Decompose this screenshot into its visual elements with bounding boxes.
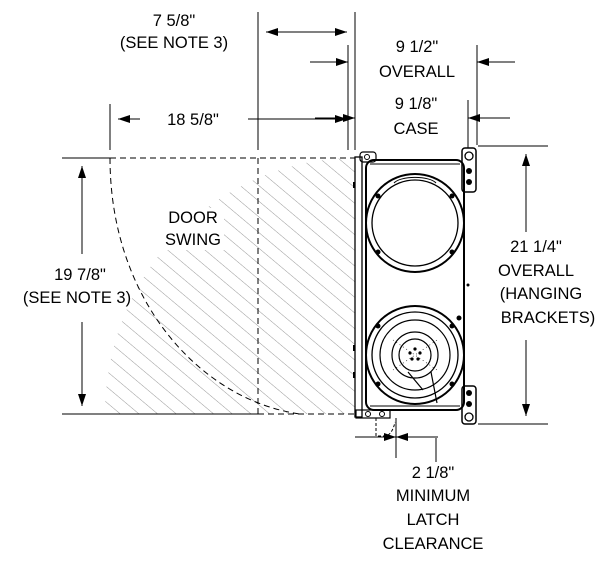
top-hanging-bracket [461,147,477,193]
lower-fan-port [365,305,465,405]
door-swing-label-line2: SWING [165,231,221,249]
dim-9-1-2-value: 9 1/2" [396,38,439,56]
door-swing-label-line1: DOOR [168,209,218,227]
dim-21-1-4-value: 21 1/4" [510,238,562,256]
dim-2-1-8-value: 2 1/8" [412,464,455,482]
dim-9-1-8-value: 9 1/8" [395,95,438,113]
dim-19-7-8-note: (SEE NOTE 3) [23,289,131,307]
dimension-labels: 7 5/8" (SEE NOTE 3) 9 1/2" OVERALL 9 1/8… [23,12,595,553]
cabinet-door-panel [354,156,363,418]
dimension-lines [62,12,548,462]
cabinet [353,147,477,437]
upper-port [365,173,465,273]
dim-18-5-8-value: 18 5/8" [167,111,219,129]
dim-21-1-4-line1: OVERALL [498,262,574,280]
door-swing-area: DOOR SWING [105,157,355,415]
dim-19-7-8-value: 19 7/8" [54,266,106,284]
dim-9-1-2-label: OVERALL [379,63,455,81]
dim-2-1-8-line1: MINIMUM [396,487,470,505]
bottom-hanging-bracket [461,385,477,425]
door-swing-label-bg [162,208,224,250]
cabinet-case [365,159,465,411]
dim-7-5-8-value: 7 5/8" [153,12,196,30]
dim-21-1-4-line2: (HANGING [500,285,583,303]
dim-9-1-8-label: CASE [394,120,439,138]
dim-7-5-8-note: (SEE NOTE 3) [120,34,228,52]
dim-2-1-8-line2: LATCH [407,511,460,529]
dim-21-1-4-line3: BRACKETS) [501,309,595,327]
door-swing-arc [109,157,301,415]
dim-2-1-8-line3: CLEARANCE [383,535,484,553]
